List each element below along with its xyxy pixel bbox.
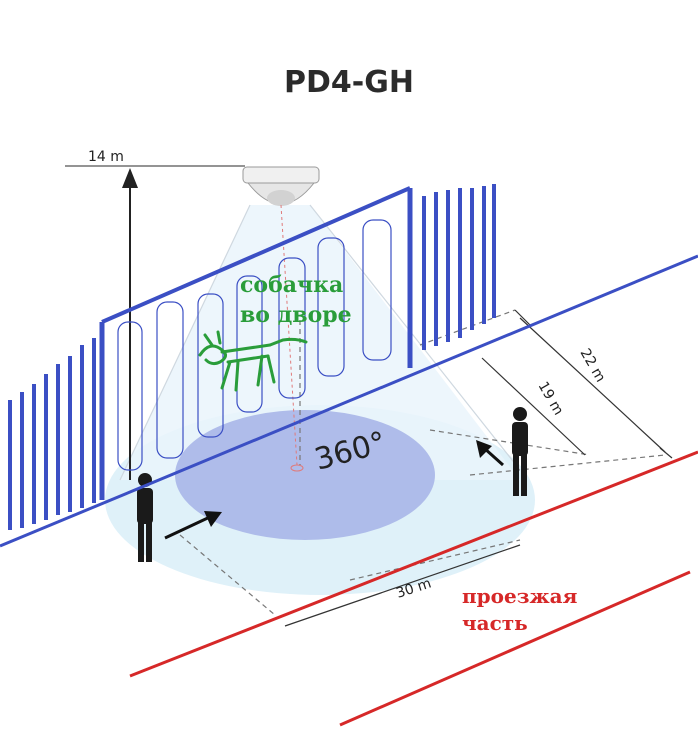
dog-drawing <box>198 330 308 392</box>
width-dimension <box>284 544 521 627</box>
movement-arrow-right <box>476 440 505 467</box>
diagram-title: PD4-GH <box>284 65 414 100</box>
depth-outer-label: 22 m <box>577 346 609 385</box>
road-annotation-line2: часть <box>462 611 528 635</box>
detection-cone <box>120 205 520 480</box>
fence-rails <box>0 254 698 548</box>
dog-annotation-line1: собачка <box>240 272 343 298</box>
dog-annotation-line2: во дворе <box>240 302 352 328</box>
person-right-figure <box>512 407 528 496</box>
fence-gate <box>99 186 413 500</box>
coverage-inner-area <box>175 410 435 540</box>
road-annotation-line1: проезжая <box>462 584 578 608</box>
depth-dimension-outer <box>514 309 673 459</box>
depth-dimension-inner <box>481 357 586 456</box>
movement-arrow-left <box>164 511 222 540</box>
height-dimension: 14 m <box>65 149 245 480</box>
fence-left-pickets <box>8 338 96 530</box>
cone-edge-right <box>309 204 521 471</box>
height-label: 14 m <box>88 149 124 165</box>
fence-right-pickets <box>422 184 496 350</box>
floor-guides <box>179 309 666 616</box>
road-lines <box>129 450 698 727</box>
sensor-device <box>242 166 320 472</box>
